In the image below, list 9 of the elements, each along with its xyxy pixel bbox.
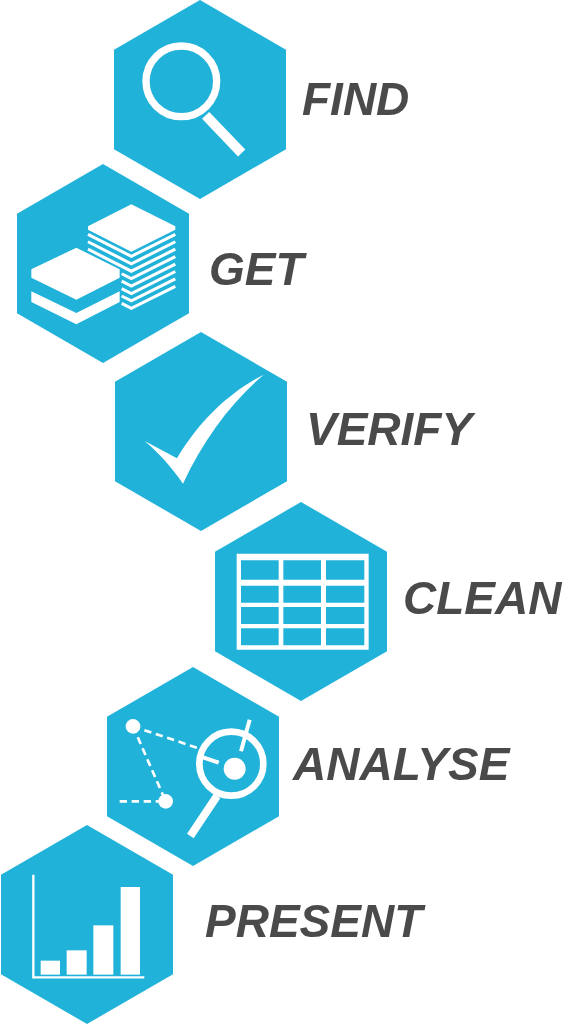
hexagon <box>215 502 387 701</box>
hexagon <box>107 667 279 866</box>
hexagon <box>1 825 173 1024</box>
hexagon <box>114 0 286 199</box>
step-label: CLEAN <box>403 574 562 621</box>
step-label: ANALYSE <box>293 740 510 787</box>
hexagon <box>17 164 189 363</box>
hexagon <box>115 332 287 531</box>
step-label: FIND <box>302 75 410 122</box>
